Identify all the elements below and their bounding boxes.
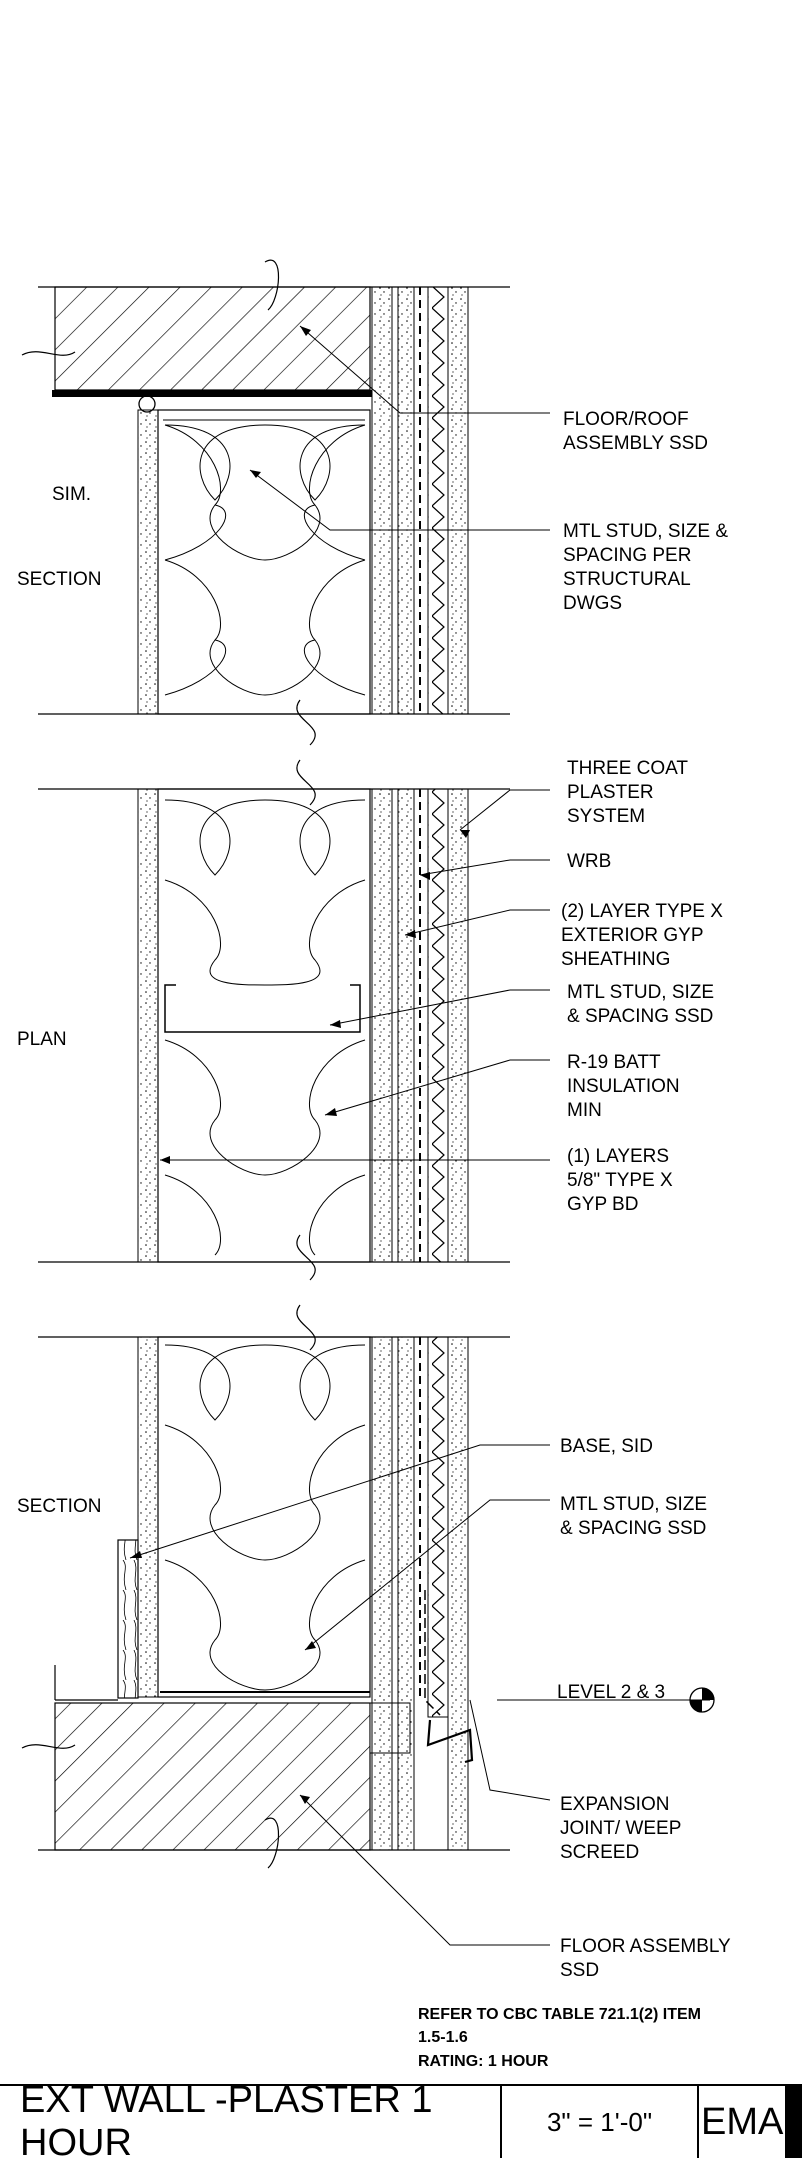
callout-floor-assembly: FLOOR ASSEMBLY SSD [560,1936,736,1981]
plan-detail [38,759,510,1281]
leader-lines [129,325,710,1946]
leader-arrows [130,326,470,1804]
title-block-edge [785,2086,802,2158]
callout-wrb: WRB [567,851,611,872]
callout-exterior-gyp: (2) LAYER TYPE X EXTERIOR GYP SHEATHING [561,901,728,970]
top-section-detail [21,259,510,746]
label-bottom-section: SECTION [17,1496,101,1517]
level-marker-icon [689,1687,715,1713]
callout-expansion: EXPANSION JOINT/ WEEP SCREED [560,1794,686,1863]
bottom-batt [164,1344,366,1691]
plan-batt [164,799,366,1256]
bottom-slab [54,1702,371,1851]
callout-floor-roof: FLOOR/ROOF ASSEMBLY SSD [563,409,708,454]
top-batt [164,424,366,696]
callout-level: LEVEL 2 & 3 [557,1682,665,1703]
detail-id: EMA [701,2100,784,2143]
roof-membrane [52,390,372,397]
label-sim: SIM. [52,484,91,505]
label-top-section: SECTION [17,569,101,590]
rating-notes: REFER TO CBC TABLE 721.1(2) ITEM 1.5-1.6… [418,2006,705,2070]
callout-base: BASE, SID [560,1436,653,1457]
callout-batt: R-19 BATT INSULATION MIN [567,1052,685,1121]
title-block: EXT WALL -PLASTER 1 HOUR 3" = 1'-0" EMA [0,2079,802,2164]
callout-mtl-stud-bottom: MTL STUD, SIZE & SPACING SSD [560,1494,712,1539]
detail-title: EXT WALL -PLASTER 1 HOUR [0,2079,502,2164]
callout-mtl-stud-top: MTL STUD, SIZE & SPACING PER STRUCTURAL … [563,521,733,614]
detail-scale: 3" = 1'-0" [502,2086,699,2158]
callout-mtl-stud-plan: MTL STUD, SIZE & SPACING SSD [567,982,719,1027]
bottom-section-detail [21,1304,510,1869]
callout-gyp-bd: (1) LAYERS 5/8" TYPE X GYP BD [567,1146,678,1215]
callout-three-coat: THREE COAT PLASTER SYSTEM [567,758,693,827]
wood-base [117,1539,139,1699]
label-plan: PLAN [17,1029,67,1050]
wall-detail-drawing: SIM. SECTION PLAN SECTION [17,259,736,2070]
top-slab [54,286,371,391]
